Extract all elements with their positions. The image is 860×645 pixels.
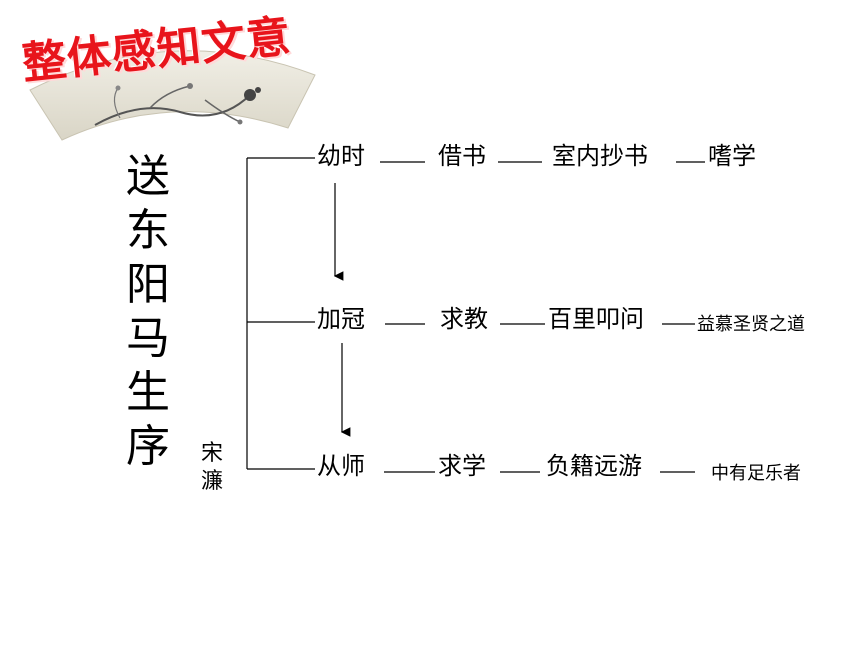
essay-title-char: 阳	[126, 259, 170, 310]
row3-period: 从师	[317, 452, 365, 480]
author-name: 宋濂	[196, 440, 228, 496]
author-char: 濂	[200, 469, 223, 494]
row2-result: 益慕圣贤之道	[697, 314, 805, 335]
author-char: 宋	[200, 441, 223, 466]
row1-action: 借书	[438, 142, 486, 170]
row3-action: 求学	[438, 452, 486, 480]
row1-result: 嗜学	[708, 142, 756, 170]
essay-title-char: 东	[126, 205, 170, 256]
row1-period: 幼时	[317, 142, 365, 170]
row2-method: 百里叩问	[548, 305, 644, 333]
essay-title-char: 序	[126, 421, 170, 472]
essay-title-char: 送	[126, 151, 170, 202]
essay-title-char: 生	[126, 367, 170, 418]
row3-method: 负籍远游	[546, 452, 642, 480]
essay-title-char: 马	[126, 313, 170, 364]
row2-period: 加冠	[317, 305, 365, 333]
essay-title: 送东阳马生序	[120, 150, 176, 474]
row2-action: 求教	[440, 305, 488, 333]
row3-result: 中有足乐者	[711, 463, 801, 484]
row1-method: 室内抄书	[552, 142, 648, 170]
